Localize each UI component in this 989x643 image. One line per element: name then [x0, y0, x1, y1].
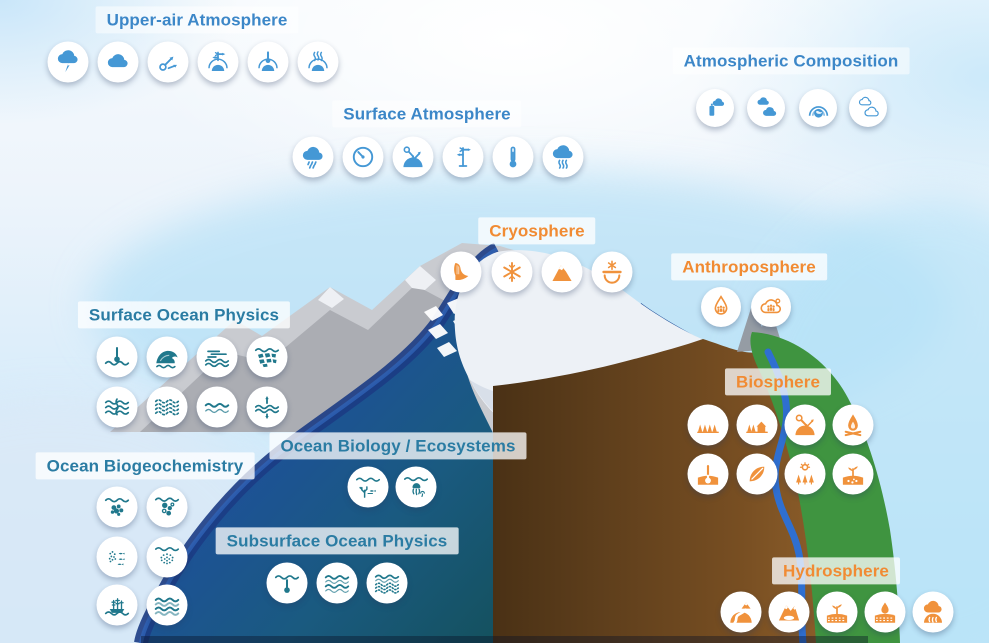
thermo-waves-icon[interactable]	[96, 336, 138, 378]
carbon-blobs-icon[interactable]	[96, 486, 138, 528]
river-icon[interactable]	[720, 591, 762, 633]
land-brown	[493, 339, 818, 643]
label-upper-air-atmosphere: Upper-air Atmosphere	[95, 6, 299, 34]
wave-rows-icon[interactable]	[146, 584, 188, 626]
jellyfish-icon[interactable]	[395, 466, 437, 508]
wind-vane-icon[interactable]	[442, 136, 484, 178]
ship-icon[interactable]	[96, 584, 138, 626]
groundwater-icon[interactable]	[864, 591, 906, 633]
multi-waves-icon[interactable]	[316, 562, 358, 604]
snow-cap	[405, 266, 436, 290]
glacier-icon[interactable]	[440, 251, 482, 293]
trees-house-icon[interactable]	[736, 404, 778, 446]
rain-cloud-icon[interactable]	[292, 136, 334, 178]
sun-trees-icon[interactable]	[784, 453, 826, 495]
bubbles-icon[interactable]	[146, 486, 188, 528]
thermometer-icon[interactable]	[492, 136, 534, 178]
label-cryosphere: Cryosphere	[478, 217, 596, 245]
label-ocean-biogeochemistry: Ocean Biogeochemistry	[35, 452, 255, 480]
radiation-earth-icon[interactable]	[392, 136, 434, 178]
speckles-icon[interactable]	[146, 536, 188, 578]
ice-mountain-icon[interactable]	[541, 251, 583, 293]
snowflake-icon[interactable]	[491, 251, 533, 293]
label-ocean-biology-ecosystems: Ocean Biology / Ecosystems	[269, 432, 527, 460]
radiation-arrows-icon[interactable]	[147, 41, 189, 83]
soil-moisture-icon[interactable]	[816, 591, 858, 633]
lake-mountain-icon[interactable]	[768, 591, 810, 633]
spray-ghg-icon[interactable]	[696, 89, 734, 127]
fire-icon[interactable]	[832, 404, 874, 446]
arc-thermometer-icon[interactable]	[247, 41, 289, 83]
outline-clouds-icon[interactable]	[849, 89, 887, 127]
ozone-earth-icon[interactable]	[799, 89, 837, 127]
cloud-icon[interactable]	[97, 41, 139, 83]
fish-nutrients-icon[interactable]	[96, 536, 138, 578]
coral-fish-icon[interactable]	[347, 466, 389, 508]
evap-cloud-icon[interactable]	[912, 591, 954, 633]
soil-sprout-icon[interactable]	[832, 453, 874, 495]
soil-thermometer-icon[interactable]	[687, 453, 729, 495]
two-clouds-icon[interactable]	[747, 89, 785, 127]
pressure-gauge-icon[interactable]	[342, 136, 384, 178]
label-surface-ocean-physics: Surface Ocean Physics	[77, 301, 291, 329]
stress-dots-icon[interactable]	[146, 386, 188, 428]
trees-row-icon[interactable]	[687, 404, 729, 446]
permafrost-icon[interactable]	[591, 251, 633, 293]
vapour-cloud-icon[interactable]	[542, 136, 584, 178]
sea-ice-chunks-icon[interactable]	[246, 336, 288, 378]
lightning-cloud-icon[interactable]	[47, 41, 89, 83]
bottom-shadow	[141, 636, 868, 643]
sea-level-icon[interactable]	[196, 386, 238, 428]
sub-thermo-icon[interactable]	[266, 562, 308, 604]
big-wave-icon[interactable]	[146, 336, 188, 378]
label-biosphere: Biosphere	[724, 368, 832, 396]
label-hydrosphere: Hydrosphere	[772, 557, 900, 585]
label-anthroposphere: Anthroposphere	[671, 253, 827, 281]
water-use-icon[interactable]	[701, 287, 741, 327]
label-subsurface-ocean-physics: Subsurface Ocean Physics	[215, 527, 459, 555]
arc-wind-vane-icon[interactable]	[197, 41, 239, 83]
salinity-waves-icon[interactable]	[96, 386, 138, 428]
snow-cap-2	[318, 287, 344, 308]
waves-speckles-icon[interactable]	[366, 562, 408, 604]
arc-vapour-icon[interactable]	[297, 41, 339, 83]
albedo-icon[interactable]	[784, 404, 826, 446]
label-atmospheric-composition: Atmospheric Composition	[672, 47, 910, 75]
heat-flux-icon[interactable]	[246, 386, 288, 428]
label-surface-atmosphere: Surface Atmosphere	[332, 100, 522, 128]
current-streaks-icon[interactable]	[196, 336, 238, 378]
leaf-icon[interactable]	[736, 453, 778, 495]
ghg-people-icon[interactable]	[751, 287, 791, 327]
